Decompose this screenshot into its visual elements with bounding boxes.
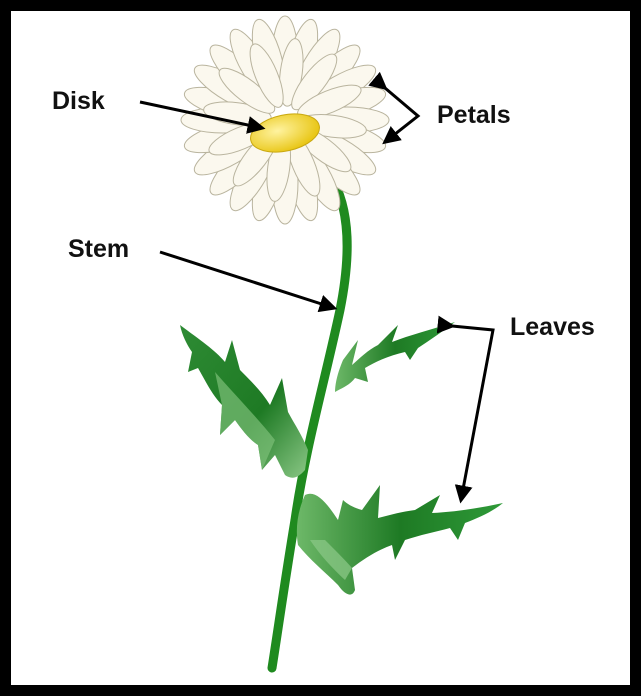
label-petals: Petals: [437, 103, 511, 128]
leaves-bracket: [452, 326, 493, 500]
label-stem: Stem: [68, 237, 129, 262]
label-leaves: Leaves: [510, 315, 595, 340]
petals-bracket: [385, 88, 418, 142]
leaf-left: [180, 325, 308, 478]
leaf-upper-right: [335, 322, 455, 392]
stem-arrow: [160, 252, 334, 308]
leaf-lower-right: [297, 485, 503, 595]
label-disk: Disk: [52, 89, 105, 114]
